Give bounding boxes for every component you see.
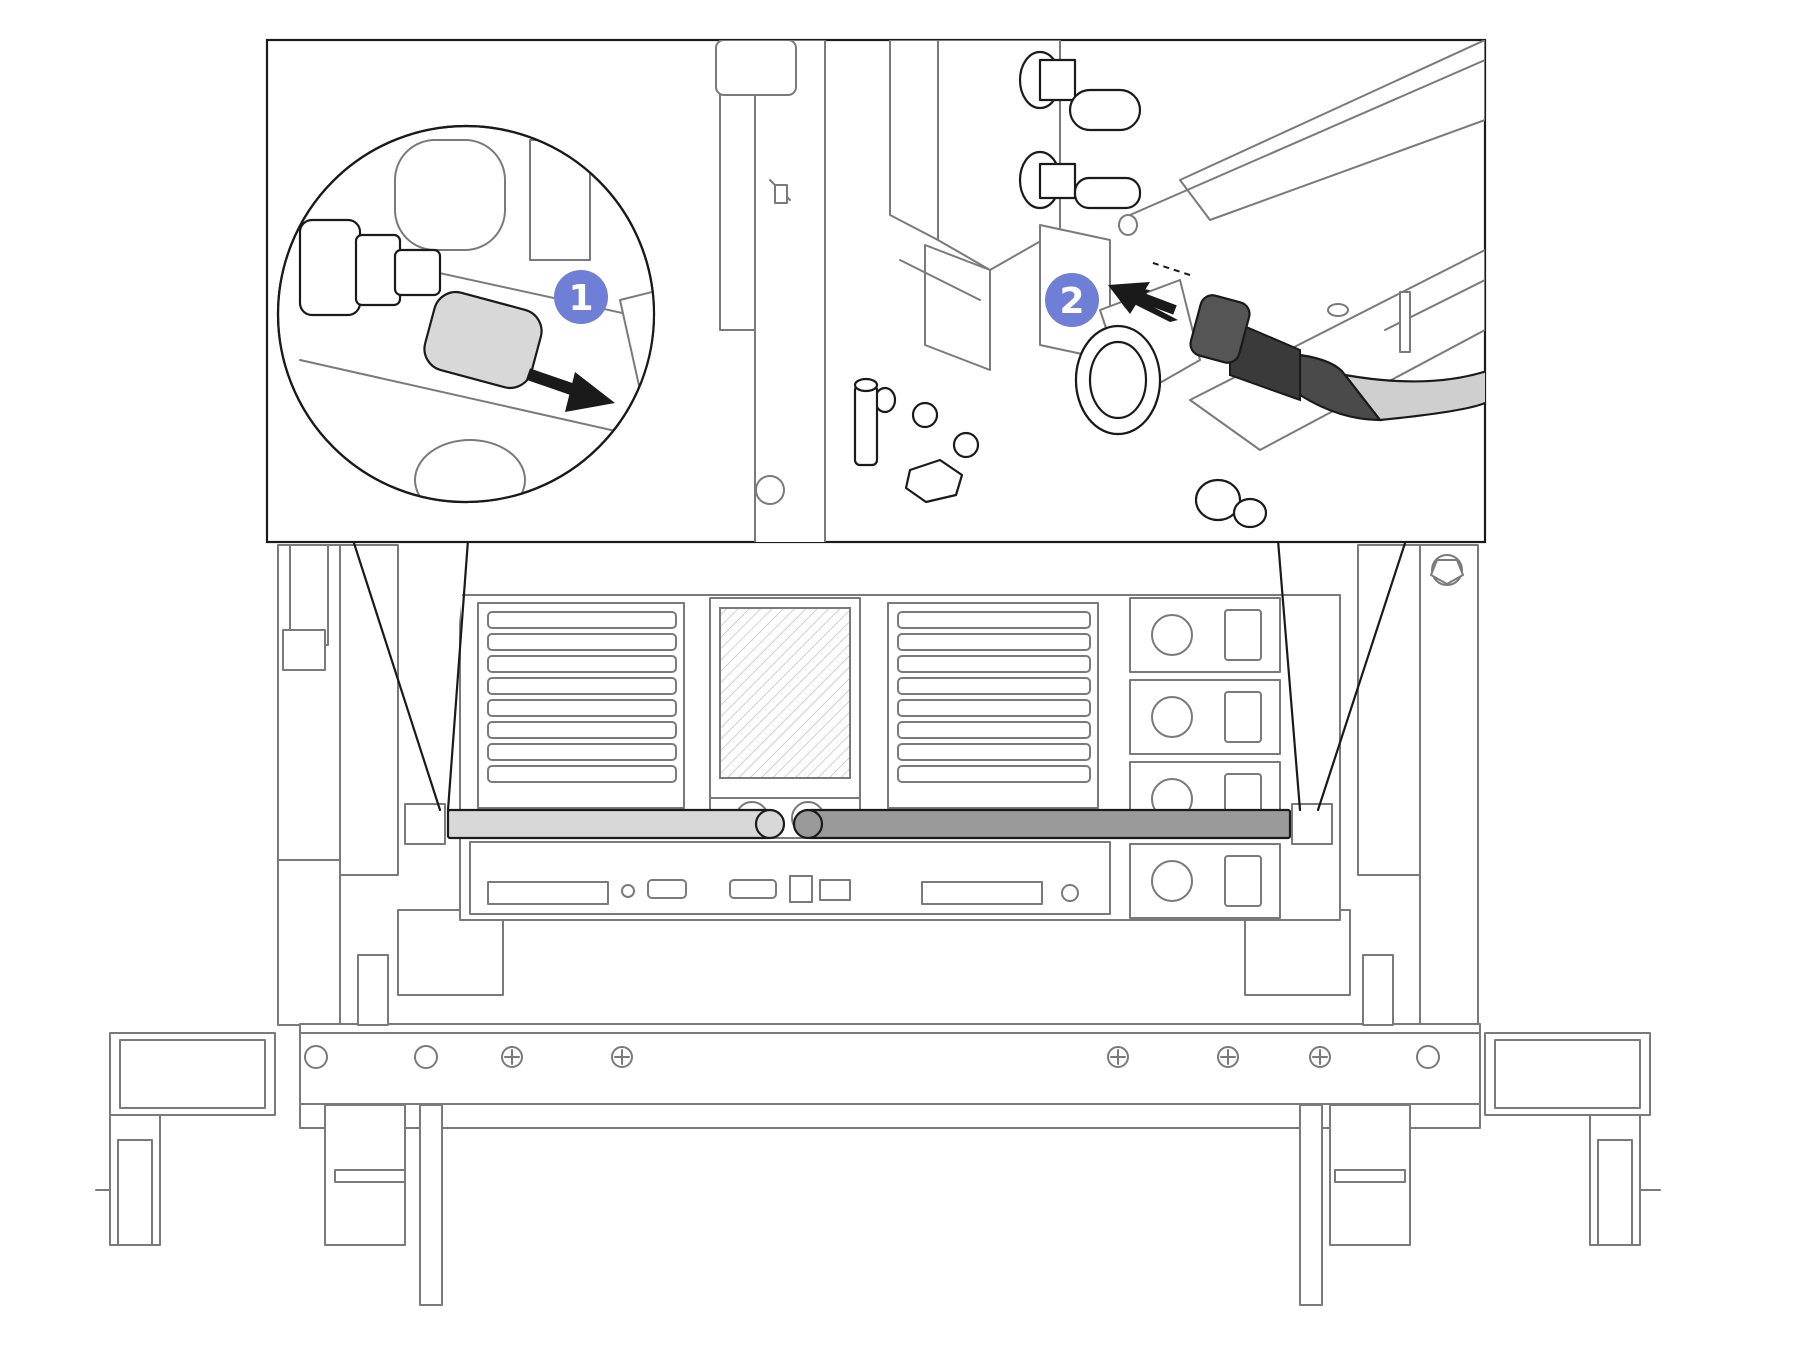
left-drive-bay: [477, 602, 685, 809]
zoom-circle: [276, 124, 656, 504]
callout-1-number: 1: [568, 278, 593, 319]
frame-screws: [304, 1045, 1440, 1069]
bracket-blocks: [357, 909, 1394, 1026]
remove-arrow: [565, 372, 615, 412]
supply-hose-end: [754, 808, 786, 840]
rack-hoses: [404, 803, 1333, 845]
power-supplies: [1129, 597, 1281, 919]
supply-hose: [446, 808, 772, 840]
cart-frame: [109, 1023, 1651, 1129]
right-drive-bay: [887, 602, 1099, 809]
rails: [1129, 40, 1485, 451]
right-upright: [1357, 544, 1479, 1026]
leader-line-right-inner: [1276, 538, 1302, 812]
inset-bolts: [755, 377, 1268, 529]
leader-line-right-outer: [1316, 538, 1408, 812]
callout-1: 1: [554, 270, 608, 324]
inset-panel: 1 2: [265, 38, 1487, 812]
rear-io: [469, 841, 1111, 915]
leader-line-left-outer: [351, 538, 442, 812]
hose-cap: [423, 290, 543, 390]
caster-wheels: [95, 1104, 1661, 1306]
rack-cart: [95, 544, 1661, 1306]
upper-fittings: [1018, 50, 1142, 236]
server-chassis: [459, 594, 1341, 921]
leader-line-left-inner: [446, 538, 470, 812]
callout-2-number: 2: [1059, 281, 1084, 322]
callout-2: 2: [1045, 273, 1099, 327]
insert-arrow: [1108, 282, 1178, 322]
return-hose-end: [792, 808, 824, 840]
left-upright: [277, 544, 399, 1026]
return-hose: [806, 808, 1292, 840]
inset-hose: [1149, 261, 1485, 422]
center-panel: [709, 597, 861, 839]
